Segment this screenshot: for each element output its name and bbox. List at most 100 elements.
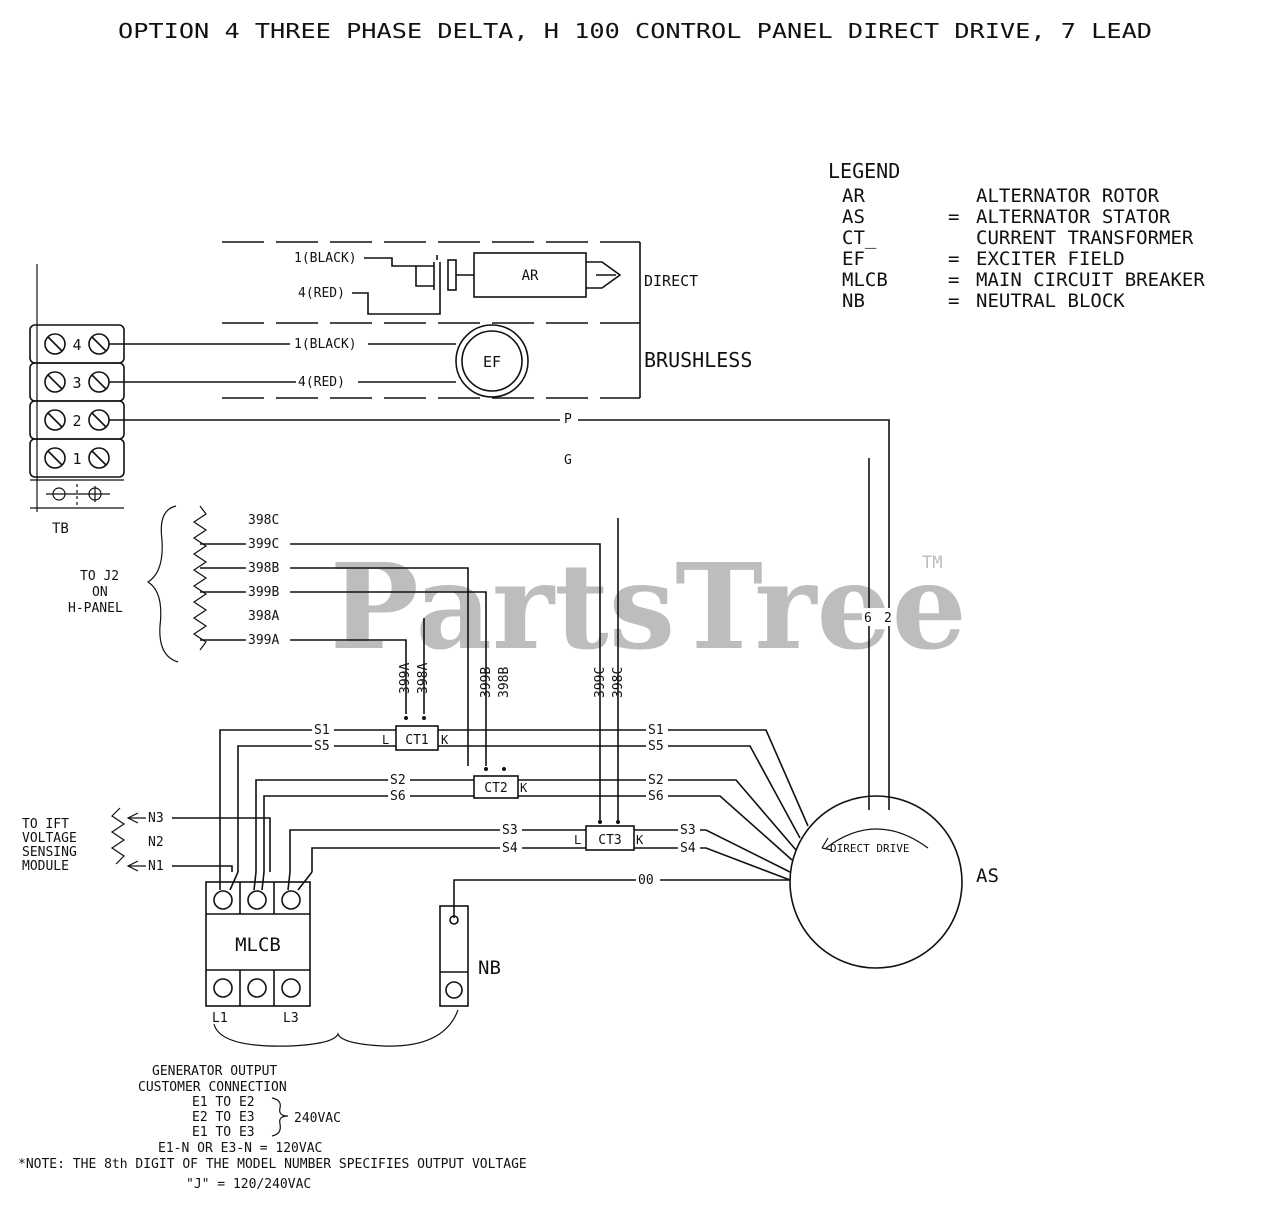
legend-heading: LEGEND <box>828 159 900 183</box>
lead-s2-left-label: S2 <box>390 773 406 788</box>
partstree-watermark: PartsTree <box>330 537 967 676</box>
legend-desc-as: ALTERNATOR STATOR <box>976 206 1171 228</box>
wire-4-red-label: 4(RED) <box>298 286 345 301</box>
lead-s5-left-label: S5 <box>314 739 330 754</box>
output-240vac: 240VAC <box>294 1111 341 1126</box>
exciter-field <box>455 324 529 398</box>
wire-00 <box>453 879 790 918</box>
alternator-stator: DIRECT DRIVE AS <box>789 795 999 969</box>
ct2-wire-398b-label: 398B <box>497 667 512 698</box>
ct1: CT1 L K <box>382 716 449 751</box>
wire-2-label: 2 <box>884 611 892 626</box>
terminal-3-label: 3 <box>72 374 81 392</box>
terminal-2: 2 <box>44 409 110 431</box>
wire-4-red-ef-label: 4(RED) <box>298 375 345 390</box>
output-line3: E1 TO E2 <box>192 1095 255 1110</box>
wire-g-label: G <box>564 453 572 468</box>
legend-abbr-mlcb: MLCB <box>842 269 888 291</box>
ct3-k-label: K <box>636 833 644 847</box>
ct1-k-label: K <box>441 733 449 747</box>
terminal-4-label: 4 <box>72 336 81 354</box>
rotor-shaft <box>586 261 622 289</box>
lead-s4-right-label: S4 <box>680 841 696 856</box>
output-notes: GENERATOR OUTPUT CUSTOMER CONNECTION E1 … <box>18 1064 527 1192</box>
neutral-block: NB <box>439 905 501 1007</box>
ct3-wire-398c-label: 398C <box>611 667 626 698</box>
lead-s6-right-label: S6 <box>648 789 664 804</box>
output-line4: E2 TO E3 <box>192 1110 255 1125</box>
wire-00-label: 00 <box>638 873 654 888</box>
lead-s1-right-label: S1 <box>648 723 664 738</box>
mlcb-l3-label: L3 <box>283 1011 299 1026</box>
ct2-label: CT2 <box>484 781 507 796</box>
nb-label: NB <box>478 957 501 979</box>
mlcb-l1-label: L1 <box>212 1011 228 1026</box>
output-line5: E1 TO E3 <box>192 1125 255 1140</box>
output-line2: CUSTOMER CONNECTION <box>138 1080 287 1095</box>
ct2-wire-399b-label: 399B <box>479 667 494 698</box>
j2-label-line3: H-PANEL <box>68 601 123 616</box>
legend-abbr-nb: NB <box>842 290 865 312</box>
legend-abbr-ef: EF <box>842 248 865 270</box>
lead-s3-left-label: S3 <box>502 823 518 838</box>
output-brace <box>213 1009 459 1047</box>
lead-s3-right-label: S3 <box>680 823 696 838</box>
j2-wire-398b-label: 398B <box>248 561 279 576</box>
legend: LEGEND AR ALTERNATOR ROTOR AS = ALTERNAT… <box>828 159 1205 312</box>
ct1-l-label: L <box>382 733 389 747</box>
terminal-4: 4 <box>44 333 110 355</box>
j2-wire-399a-label: 399A <box>248 633 279 648</box>
terminal-strip: 4 3 2 1 TB <box>29 264 125 537</box>
legend-abbr-ar: AR <box>842 185 865 207</box>
legend-desc-ct: CURRENT TRANSFORMER <box>976 227 1194 249</box>
voltage-sensing: TO IFT VOLTAGE SENSING MODULE N3 N2 N1 <box>22 807 164 874</box>
ct3-wire-399c-label: 399C <box>593 667 608 698</box>
legend-eq-ef: = <box>948 248 959 270</box>
sensing-n3-label: N3 <box>148 811 164 826</box>
output-note2: "J" = 120/240VAC <box>186 1177 311 1192</box>
wire-p-label: P <box>564 412 572 427</box>
wire-1-black-label: 1(BLACK) <box>294 251 357 266</box>
direct-drive-label: DIRECT DRIVE <box>830 842 909 855</box>
mlcb-label: MLCB <box>235 934 281 956</box>
terminal-2-label: 2 <box>72 412 81 430</box>
ct3: CT3 L K <box>574 820 644 851</box>
ct2: CT2 K <box>473 767 528 799</box>
main-circuit-breaker: MLCB L1 L3 <box>205 881 311 1026</box>
j2-wire-398c-label: 398C <box>248 513 279 528</box>
sensing-label-line2: VOLTAGE <box>22 831 77 846</box>
j2-wire-399c-label: 399C <box>248 537 279 552</box>
sensing-label-line4: MODULE <box>22 859 69 874</box>
j2-wire-398a-label: 398A <box>248 609 279 624</box>
ct1-wire-399a-label: 399A <box>398 663 413 694</box>
brush-bracket <box>415 265 434 287</box>
wire-1-black-ef-label: 1(BLACK) <box>294 337 357 352</box>
j2-label-line2: ON <box>92 585 108 600</box>
sensing-label-line1: TO IFT <box>22 817 69 832</box>
terminal-1: 1 <box>44 447 110 469</box>
terminal-1-label: 1 <box>72 450 81 468</box>
ct1-wire-398a-label: 398A <box>416 663 431 694</box>
output-line1: GENERATOR OUTPUT <box>152 1064 277 1079</box>
lead-s5-right-label: S5 <box>648 739 664 754</box>
brushless-label: BRUSHLESS <box>644 348 752 372</box>
ar-label: AR <box>522 268 539 284</box>
ct3-label: CT3 <box>598 833 621 848</box>
terminal-3: 3 <box>44 371 110 393</box>
direct-label: DIRECT <box>644 272 698 290</box>
j2-label-line1: TO J2 <box>80 569 119 584</box>
ef-label: EF <box>483 353 501 371</box>
terminal-strip-label: TB <box>52 521 69 537</box>
sensing-label-line3: SENSING <box>22 845 77 860</box>
trademark-mark: TM <box>922 553 942 573</box>
legend-abbr-as: AS <box>842 206 865 228</box>
legend-eq-mlcb: = <box>948 269 959 291</box>
brush-holder <box>447 259 457 291</box>
sensing-n2-label: N2 <box>148 835 164 850</box>
voltage-brace <box>271 1097 289 1137</box>
legend-desc-nb: NEUTRAL BLOCK <box>976 290 1125 312</box>
sensing-n1-label: N1 <box>148 859 164 874</box>
rotor-section: DIRECT BRUSHLESS AR 1(BLACK) 4(RED) EF <box>222 241 752 399</box>
legend-eq-as: = <box>948 206 959 228</box>
ct3-l-label: L <box>574 833 581 847</box>
